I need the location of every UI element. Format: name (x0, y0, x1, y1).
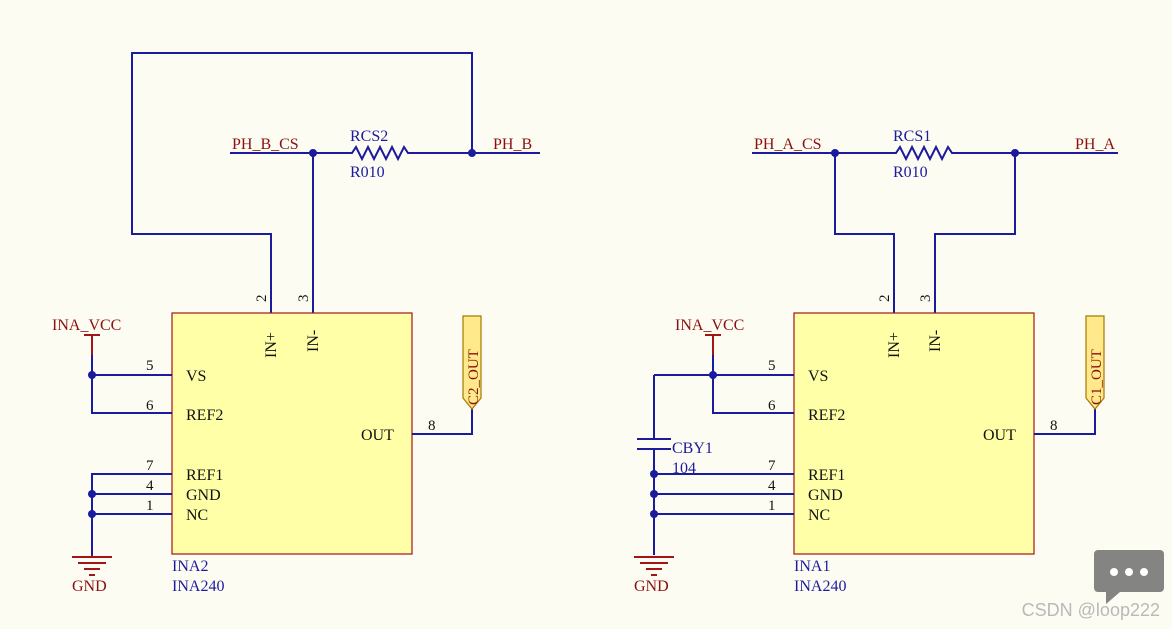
ground-label: GND (72, 578, 107, 595)
junction (650, 470, 658, 478)
pin-label-ref2: REF2 (808, 407, 845, 424)
ic-body-ina1 (793, 312, 1035, 555)
pin-number: 5 (768, 358, 776, 374)
wire-ref2 (712, 355, 794, 414)
chat-bubble-icon (1094, 550, 1164, 604)
net-label-ph-b: PH_B (493, 136, 532, 153)
pin-number: 5 (146, 358, 154, 374)
watermark: CSDN @loop222 (1021, 600, 1160, 620)
pin-number: 2 (877, 295, 893, 303)
resistor-rcs2 (345, 144, 412, 162)
port-label-c2-out: C2_OUT (466, 349, 482, 405)
pin-label-ref2: REF2 (186, 407, 223, 424)
pin-label-in-minus: IN- (305, 330, 322, 352)
pin-number: 3 (296, 295, 312, 303)
pin-label-out: OUT (361, 427, 394, 444)
power-label-ina-vcc: INA_VCC (675, 317, 744, 334)
wire-in-plus (834, 153, 895, 313)
resistor-value: R010 (350, 164, 385, 181)
pin-label-vs: VS (186, 368, 206, 385)
port-c1-out (1085, 315, 1105, 410)
pin-number: 1 (768, 498, 776, 514)
wire-ref2 (91, 355, 172, 414)
port-label-c1-out: C1_OUT (1089, 349, 1105, 405)
pin-number: 1 (146, 498, 154, 514)
power-label-ina-vcc: INA_VCC (52, 317, 121, 334)
pin-label-vs: VS (808, 368, 828, 385)
junction (88, 371, 96, 379)
resistor-designator: RCS2 (350, 128, 388, 145)
ground-label: GND (634, 578, 669, 595)
resistor-value: R010 (893, 164, 928, 181)
port-c2-out (462, 315, 482, 410)
pin-number: 4 (146, 478, 154, 494)
junction (831, 149, 839, 157)
junction (88, 490, 96, 498)
ic-body-ina2 (171, 312, 413, 555)
pin-number: 3 (918, 295, 934, 303)
circuit-ina2: PH_B_CS PH_B RCS2 R010 2 3 IN+ IN- INA_V… (52, 52, 540, 595)
junction (650, 490, 658, 498)
wire-in-minus (934, 153, 1016, 313)
net-label-ph-a-cs: PH_A_CS (754, 136, 822, 153)
junction (88, 510, 96, 518)
pin-label-in-minus: IN- (927, 330, 944, 352)
ic-designator: INA1 (794, 558, 830, 575)
pin-number: 8 (1050, 418, 1058, 434)
junction (1011, 149, 1019, 157)
net-label-ph-b-cs: PH_B_CS (232, 136, 299, 153)
pin-label-gnd: GND (808, 487, 843, 504)
wire-out (412, 409, 473, 435)
wire-in-plus-loop (131, 52, 473, 313)
ic-part-number: INA240 (172, 578, 224, 595)
junction (650, 510, 658, 518)
pin-label-ref1: REF1 (808, 467, 845, 484)
wire-ref1 (91, 473, 172, 555)
pin-number: 7 (146, 458, 154, 474)
pin-number: 6 (768, 398, 776, 414)
pin-label-gnd: GND (186, 487, 221, 504)
pin-number: 8 (428, 418, 436, 434)
ic-part-number: INA240 (794, 578, 846, 595)
circuit-ina1: PH_A_CS PH_A RCS1 R010 2 3 IN+ IN- INA_V… (634, 128, 1118, 595)
junction (709, 371, 717, 379)
capacitor-designator: CBY1 (672, 440, 713, 457)
pin-number: 7 (768, 458, 776, 474)
pin-label-out: OUT (983, 427, 1016, 444)
pin-number: 4 (768, 478, 776, 494)
pin-number: 6 (146, 398, 154, 414)
pin-number: 2 (254, 295, 270, 303)
pin-label-in-plus: IN+ (886, 332, 903, 358)
resistor-rcs1 (890, 144, 956, 162)
ic-designator: INA2 (172, 558, 208, 575)
pin-label-ref1: REF1 (186, 467, 223, 484)
pin-label-in-plus: IN+ (263, 332, 280, 358)
resistor-designator: RCS1 (893, 128, 931, 145)
net-label-ph-a: PH_A (1075, 136, 1115, 153)
pin-label-nc: NC (186, 507, 208, 524)
junction (309, 149, 317, 157)
junction (468, 149, 476, 157)
wire-out (1034, 409, 1096, 435)
capacitor-value: 104 (672, 460, 696, 477)
pin-label-nc: NC (808, 507, 830, 524)
